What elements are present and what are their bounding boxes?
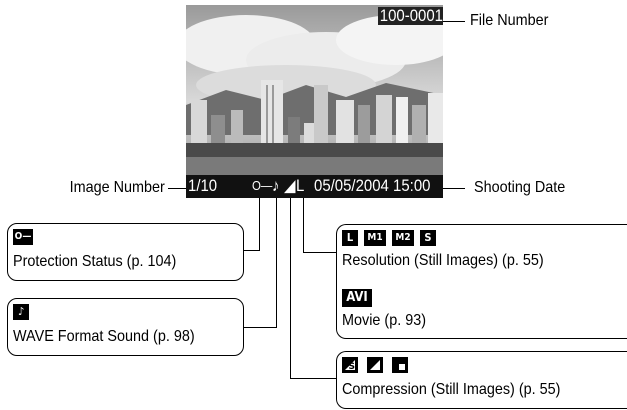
- compression-leader-v: [290, 198, 291, 379]
- protection-leader-h: [243, 250, 260, 251]
- resolution-box: L M1 M2 S Resolution (Still Images) (p. …: [336, 224, 627, 339]
- normal-icon: [392, 357, 408, 373]
- resolution-leader-v: [303, 198, 304, 253]
- playback-photo: 100-0001 1/10 O— ♪ ◢ L 05/05/2004 15:00: [186, 5, 443, 198]
- movie-text: Movie (p. 93): [342, 312, 427, 329]
- wave-sound-box: ♪ WAVE Format Sound (p. 98): [7, 298, 244, 356]
- resolution-s-icon: S: [420, 230, 436, 246]
- shooting-date-leader: [443, 188, 465, 189]
- compression-text: Compression (Still Images) (p. 55): [342, 381, 561, 398]
- protection-status-box: O— Protection Status (p. 104): [7, 223, 244, 281]
- resolution-leader-h: [303, 252, 336, 253]
- image-number-display: 1/10: [188, 176, 218, 195]
- sound-icon: ♪: [13, 304, 29, 320]
- svg-text:S: S: [349, 362, 355, 372]
- shooting-date-label: Shooting Date: [474, 179, 566, 196]
- superfine-icon: S: [342, 357, 358, 373]
- protection-leader-v: [259, 198, 260, 250]
- date-time-display: 05/05/2004 15:00: [314, 176, 431, 195]
- protect-icon: O—: [13, 229, 33, 245]
- image-number-label: Image Number: [69, 179, 165, 196]
- movie-avi-icon: AVI: [342, 289, 372, 307]
- file-number-leader: [443, 21, 465, 22]
- sound-leader-h: [243, 327, 277, 328]
- sound-icon: ♪: [272, 176, 280, 195]
- resolution-text: Resolution (Still Images) (p. 55): [342, 252, 544, 269]
- wave-sound-text: WAVE Format Sound (p. 98): [13, 328, 195, 345]
- resolution-icon: L: [296, 176, 305, 195]
- resolution-m2-icon: M2: [392, 230, 414, 246]
- resolution-m1-icon: M1: [364, 230, 386, 246]
- resolution-l-icon: L: [342, 230, 358, 246]
- compression-leader-h: [290, 378, 336, 379]
- city-skyline-image: [186, 5, 443, 198]
- compression-icon: ◢: [284, 176, 296, 195]
- fine-icon: [367, 357, 383, 373]
- protection-status-text: Protection Status (p. 104): [13, 253, 177, 270]
- image-number-leader: [168, 188, 186, 189]
- protect-icon: O—: [252, 178, 273, 193]
- file-number-display: 100-0001: [378, 6, 443, 25]
- sound-leader-v: [276, 198, 277, 327]
- file-number-label: File Number: [470, 12, 549, 29]
- compression-box: S Compression (Still Images) (p. 55): [336, 351, 627, 409]
